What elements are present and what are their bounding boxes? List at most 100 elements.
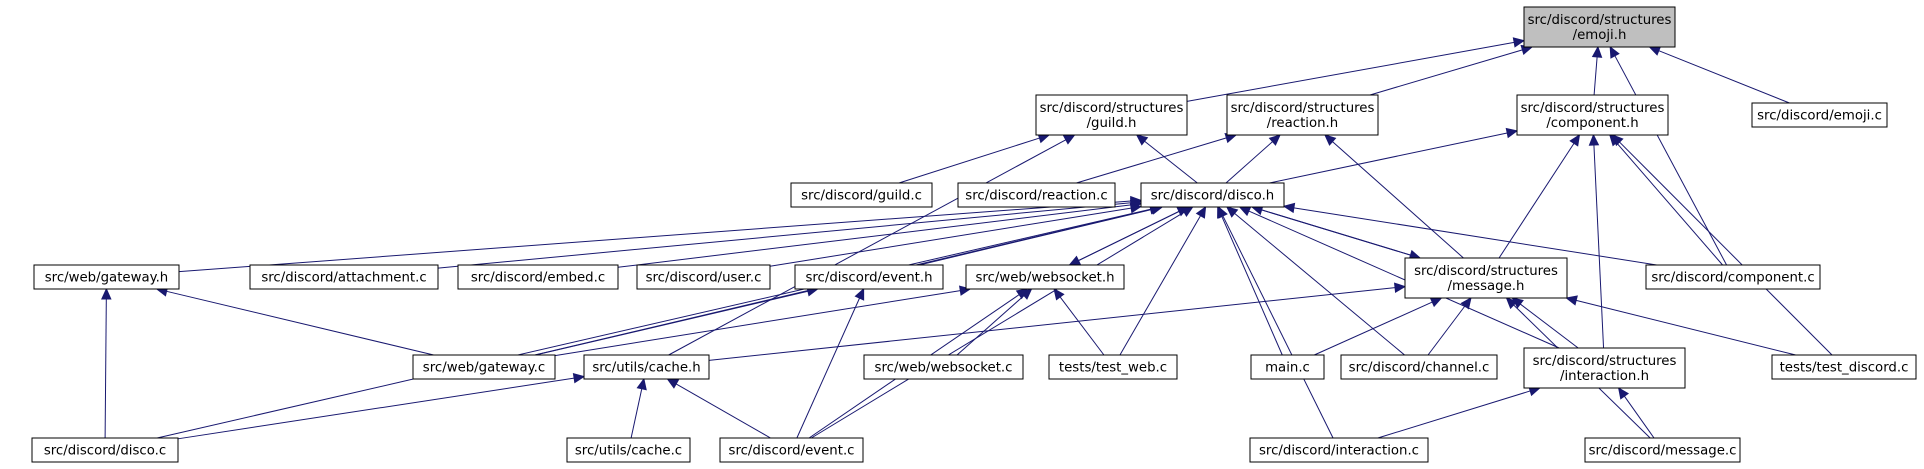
- node-guild-h[interactable]: src/discord/structures/guild.h: [1035, 94, 1188, 136]
- node-label: src/discord/attachment.c: [261, 271, 426, 286]
- node-interaction-c[interactable]: src/discord/interaction.c: [1249, 437, 1429, 463]
- node-label: /reaction.h: [1267, 116, 1338, 131]
- node-label: src/discord/structures: [1521, 101, 1665, 116]
- node-message-h[interactable]: src/discord/structures/message.h: [1404, 257, 1568, 299]
- edge-gateway_h-to-disco_h: [178, 195, 1143, 273]
- edge-line: [177, 377, 575, 440]
- node-test-web[interactable]: tests/test_web.c: [1048, 354, 1178, 380]
- node-box: [1645, 264, 1821, 290]
- node-component-c[interactable]: src/discord/component.c: [1645, 264, 1821, 290]
- edge-disco_c-to-gateway_h: [101, 287, 112, 439]
- arrowhead-icon: [1648, 46, 1662, 56]
- edge-reaction_c-to-reaction_h: [1076, 132, 1238, 184]
- node-component-h[interactable]: src/discord/structures/component.h: [1516, 94, 1669, 136]
- node-box: [957, 182, 1116, 208]
- node-box: [1523, 6, 1676, 48]
- node-attachment-c[interactable]: src/discord/attachment.c: [249, 264, 439, 290]
- arrowhead-icon: [1015, 288, 1029, 300]
- arrowhead-icon: [1588, 133, 1600, 146]
- node-label: src/discord/disco.h: [1151, 189, 1274, 204]
- edge-line: [675, 383, 771, 439]
- node-disco-c[interactable]: src/discord/disco.c: [31, 437, 179, 463]
- node-websocket-h[interactable]: src/web/websocket.h: [965, 264, 1125, 290]
- node-cache-h[interactable]: src/utils/cache.h: [583, 354, 710, 380]
- node-box: [636, 264, 771, 290]
- node-label: src/discord/structures: [1040, 101, 1184, 116]
- node-reaction-h[interactable]: src/discord/structures/reaction.h: [1226, 94, 1379, 136]
- node-box: [719, 437, 864, 463]
- node-box: [457, 264, 619, 290]
- edge-embed_c-to-disco_h: [617, 199, 1143, 268]
- node-box: [1523, 347, 1686, 389]
- edge-test_web-to-websocket_h: [1053, 288, 1105, 356]
- arrowhead-icon: [1591, 45, 1603, 58]
- node-event-h[interactable]: src/discord/event.h: [794, 264, 944, 290]
- edge-websocket_c-to-websocket_h: [956, 288, 1033, 356]
- node-label: main.c: [1265, 361, 1310, 376]
- node-guild-c[interactable]: src/discord/guild.c: [790, 182, 933, 208]
- node-emoji-h: src/discord/structures/emoji.h: [1523, 6, 1676, 48]
- node-reaction-c[interactable]: src/discord/reaction.c: [957, 182, 1116, 208]
- node-label: src/web/websocket.c: [875, 361, 1013, 376]
- node-event-c[interactable]: src/discord/event.c: [719, 437, 864, 463]
- node-gateway-h[interactable]: src/web/gateway.h: [33, 264, 180, 290]
- edge-line: [1221, 215, 1283, 356]
- edge-disco_h-to-guild_h: [1135, 134, 1198, 184]
- arrowhead-icon: [1068, 255, 1082, 266]
- edge-line: [1076, 137, 1227, 184]
- edge-line: [1251, 206, 1411, 256]
- node-cache-c[interactable]: src/utils/cache.c: [566, 437, 691, 463]
- node-box: [863, 354, 1024, 380]
- node-box: [794, 264, 944, 290]
- node-disco-h[interactable]: src/discord/disco.h: [1140, 182, 1285, 208]
- edge-interaction_h-to-component_h: [1588, 133, 1605, 349]
- edge-line: [1119, 215, 1201, 356]
- edge-line: [1616, 142, 1723, 266]
- node-label: src/discord/message.c: [1589, 444, 1737, 459]
- node-gateway-c[interactable]: src/web/gateway.c: [412, 354, 556, 380]
- arrowhead-icon: [1429, 297, 1443, 308]
- edge-interaction_h-to-message_h: [1511, 297, 1579, 349]
- edge-line: [796, 297, 860, 439]
- node-label: src/discord/disco.c: [44, 444, 166, 459]
- arrowhead-icon: [1217, 205, 1228, 219]
- edges: [101, 37, 1833, 440]
- node-label: /emoji.h: [1573, 28, 1627, 43]
- arrowhead-icon: [854, 287, 865, 301]
- edge-component_h-to-emoji_h: [1591, 45, 1603, 96]
- node-label: src/discord/guild.c: [801, 189, 922, 204]
- edge-line: [956, 295, 1025, 356]
- node-label: src/discord/event.h: [805, 271, 932, 286]
- edge-disco_c-to-cache_h: [177, 372, 586, 440]
- arrowhead-icon: [1129, 202, 1143, 214]
- arrowhead-icon: [1053, 288, 1065, 301]
- node-label: src/web/gateway.h: [45, 271, 169, 286]
- edge-guild_c-to-guild_h: [898, 133, 1051, 184]
- node-emoji-c[interactable]: src/discord/emoji.c: [1751, 102, 1888, 128]
- edge-line: [708, 287, 1396, 361]
- node-main-c[interactable]: main.c: [1250, 354, 1325, 380]
- edge-disco_h-to-reaction_h: [1225, 134, 1281, 184]
- arrowhead-icon: [572, 372, 586, 384]
- arrowhead-icon: [1180, 206, 1194, 217]
- edge-line: [1314, 301, 1433, 356]
- node-channel-c[interactable]: src/discord/channel.c: [1340, 354, 1498, 380]
- node-websocket-c[interactable]: src/web/websocket.c: [863, 354, 1024, 380]
- edge-gateway_c-to-gateway_h: [155, 286, 434, 356]
- edge-disco_c-to-disco_h: [157, 204, 1162, 439]
- edge-line: [1186, 41, 1515, 102]
- node-label: src/discord/interaction.c: [1259, 444, 1419, 459]
- node-embed-c[interactable]: src/discord/embed.c: [457, 264, 619, 290]
- node-user-c[interactable]: src/discord/user.c: [636, 264, 771, 290]
- edge-line: [554, 290, 961, 357]
- node-test-discord[interactable]: tests/test_discord.c: [1771, 354, 1917, 380]
- node-message-c[interactable]: src/discord/message.c: [1584, 437, 1741, 463]
- arrowhead-icon: [1460, 297, 1472, 310]
- node-interaction-h[interactable]: src/discord/structures/interaction.h: [1523, 347, 1686, 389]
- edge-message_h-to-component_h: [1498, 133, 1581, 259]
- node-label: src/discord/embed.c: [471, 271, 605, 286]
- node-label: tests/test_discord.c: [1780, 361, 1909, 376]
- node-box: [566, 437, 691, 463]
- edge-gateway_c-to-websocket_h: [554, 285, 972, 357]
- node-box: [1404, 257, 1568, 299]
